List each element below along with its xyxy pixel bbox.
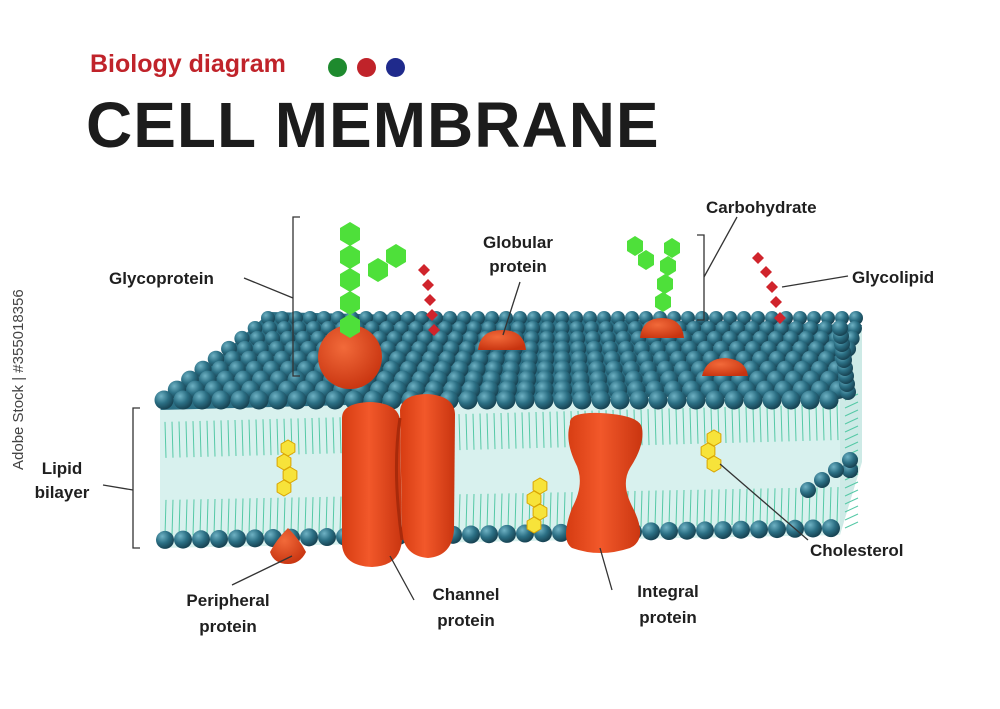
globular-protein-1 bbox=[478, 330, 526, 350]
label-cholesterol: Cholesterol bbox=[810, 541, 904, 560]
integral-protein bbox=[566, 412, 643, 553]
label-glycolipid: Glycolipid bbox=[852, 268, 934, 287]
label-peripheral-line2: protein bbox=[199, 617, 257, 636]
blue-dot-icon bbox=[386, 58, 405, 77]
label-integral-line2: protein bbox=[639, 608, 697, 627]
label-channel-line2: protein bbox=[437, 611, 495, 630]
label-globular-line1: Globular bbox=[483, 233, 553, 252]
label-carbohydrate: Carbohydrate bbox=[706, 198, 817, 217]
leader-lines bbox=[102, 216, 849, 601]
red-dot-icon bbox=[357, 58, 376, 77]
glycoprotein-base bbox=[318, 325, 382, 389]
glycolipid-chains bbox=[418, 252, 786, 336]
label-lipid-line1: Lipid bbox=[42, 459, 83, 478]
cholesterol-molecules bbox=[276, 429, 722, 534]
label-peripheral-line1: Peripheral bbox=[186, 591, 269, 610]
color-dots bbox=[328, 58, 405, 77]
watermark-text: Adobe Stock | #355018356 bbox=[10, 289, 27, 470]
globular-protein-3 bbox=[702, 358, 748, 376]
label-lipid-line2: bilayer bbox=[35, 483, 90, 502]
globular-protein-2 bbox=[640, 318, 684, 338]
carbohydrate-chain-right bbox=[627, 236, 680, 312]
green-dot-icon bbox=[328, 58, 347, 77]
label-globular-line2: protein bbox=[489, 257, 547, 276]
label-integral-line1: Integral bbox=[637, 582, 698, 601]
peripheral-protein bbox=[270, 528, 306, 564]
label-glycoprotein: Glycoprotein bbox=[109, 269, 214, 288]
glycoprotein-carbohydrate-chain bbox=[340, 222, 406, 338]
channel-protein bbox=[342, 394, 455, 567]
label-channel-line1: Channel bbox=[432, 585, 499, 604]
diagram-title: CELL MEMBRANE bbox=[86, 89, 660, 161]
diagram-subtitle: Biology diagram bbox=[90, 50, 286, 78]
